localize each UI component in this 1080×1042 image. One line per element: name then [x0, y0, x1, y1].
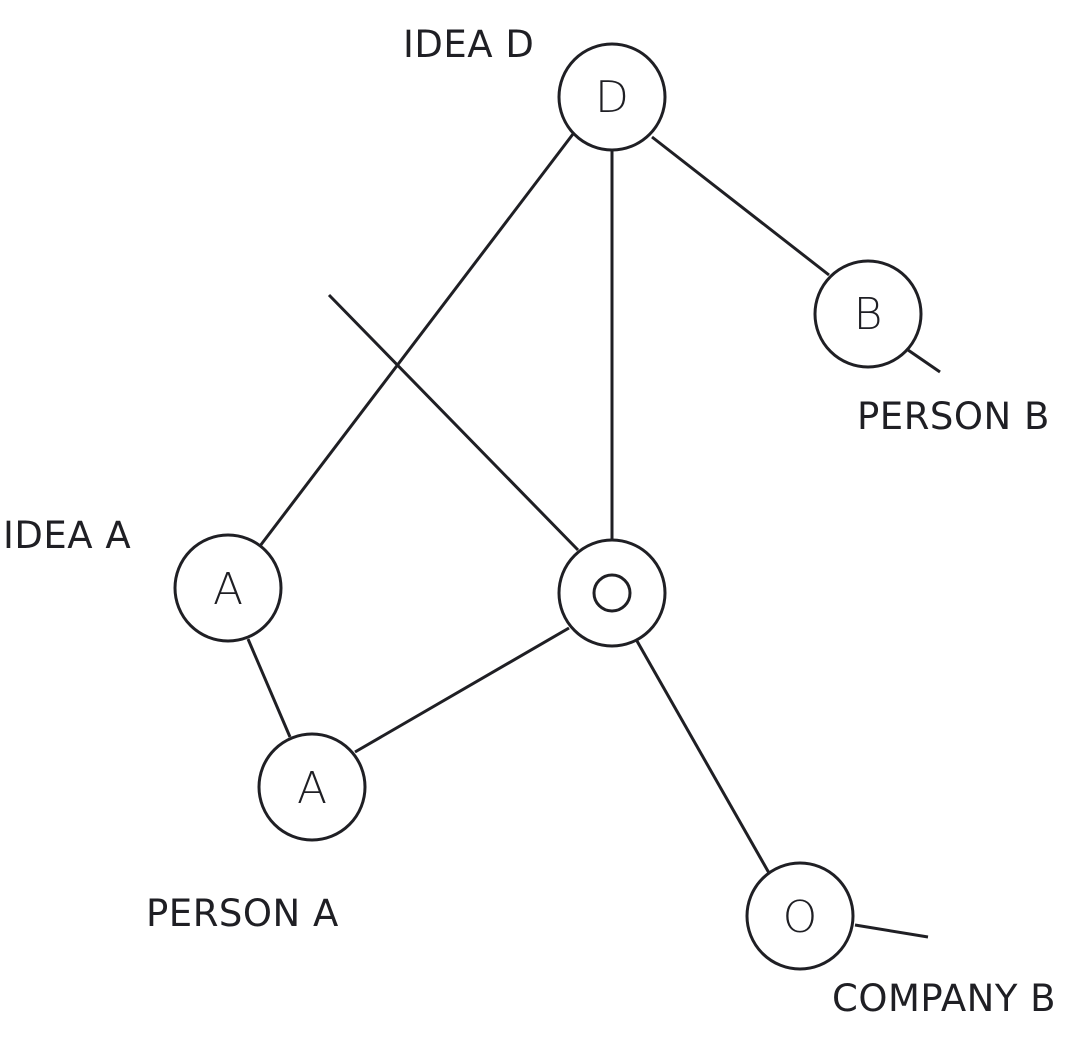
edge-loose-to-hub [327, 293, 580, 552]
node-person-b-letter: B [854, 289, 883, 340]
label-idea-d: IDEA D [403, 23, 534, 66]
edge-idea-d-to-person-b [651, 135, 830, 277]
node-person-b-circle [813, 259, 923, 369]
label-idea-a: IDEA A [3, 514, 131, 557]
node-idea-d[interactable]: D [557, 42, 667, 152]
node-company-b-circle [745, 861, 855, 971]
node-company-b[interactable]: O [745, 861, 855, 971]
node-person-a-letter: A [297, 763, 327, 814]
edges [246, 133, 941, 939]
node-person-b[interactable]: B [813, 259, 923, 369]
node-idea-a-circle [173, 533, 283, 643]
label-person-a: PERSON A [146, 892, 339, 935]
node-company-b-letter: O [783, 892, 818, 943]
node-idea-a-letter: A [213, 564, 243, 615]
node-idea-d-letter: D [595, 72, 629, 123]
node-person-a[interactable]: A [257, 732, 367, 842]
label-company-b: COMPANY B [832, 977, 1056, 1020]
node-hub-circle [557, 538, 667, 648]
node-idea-d-circle [557, 42, 667, 152]
label-person-b: PERSON B [857, 395, 1050, 438]
node-hub[interactable] [557, 538, 667, 648]
edge-idea-d-to-idea-a [258, 133, 575, 547]
edge-hub-to-company-b [635, 640, 771, 874]
node-hub-ring-icon [592, 573, 632, 613]
node-idea-a[interactable]: A [173, 533, 283, 643]
node-person-a-circle [257, 732, 367, 842]
edge-person-b-tail [907, 348, 941, 374]
edge-idea-a-to-person-a [246, 638, 292, 738]
edge-company-b-tail [854, 923, 929, 939]
edge-person-a-to-hub [354, 626, 570, 754]
